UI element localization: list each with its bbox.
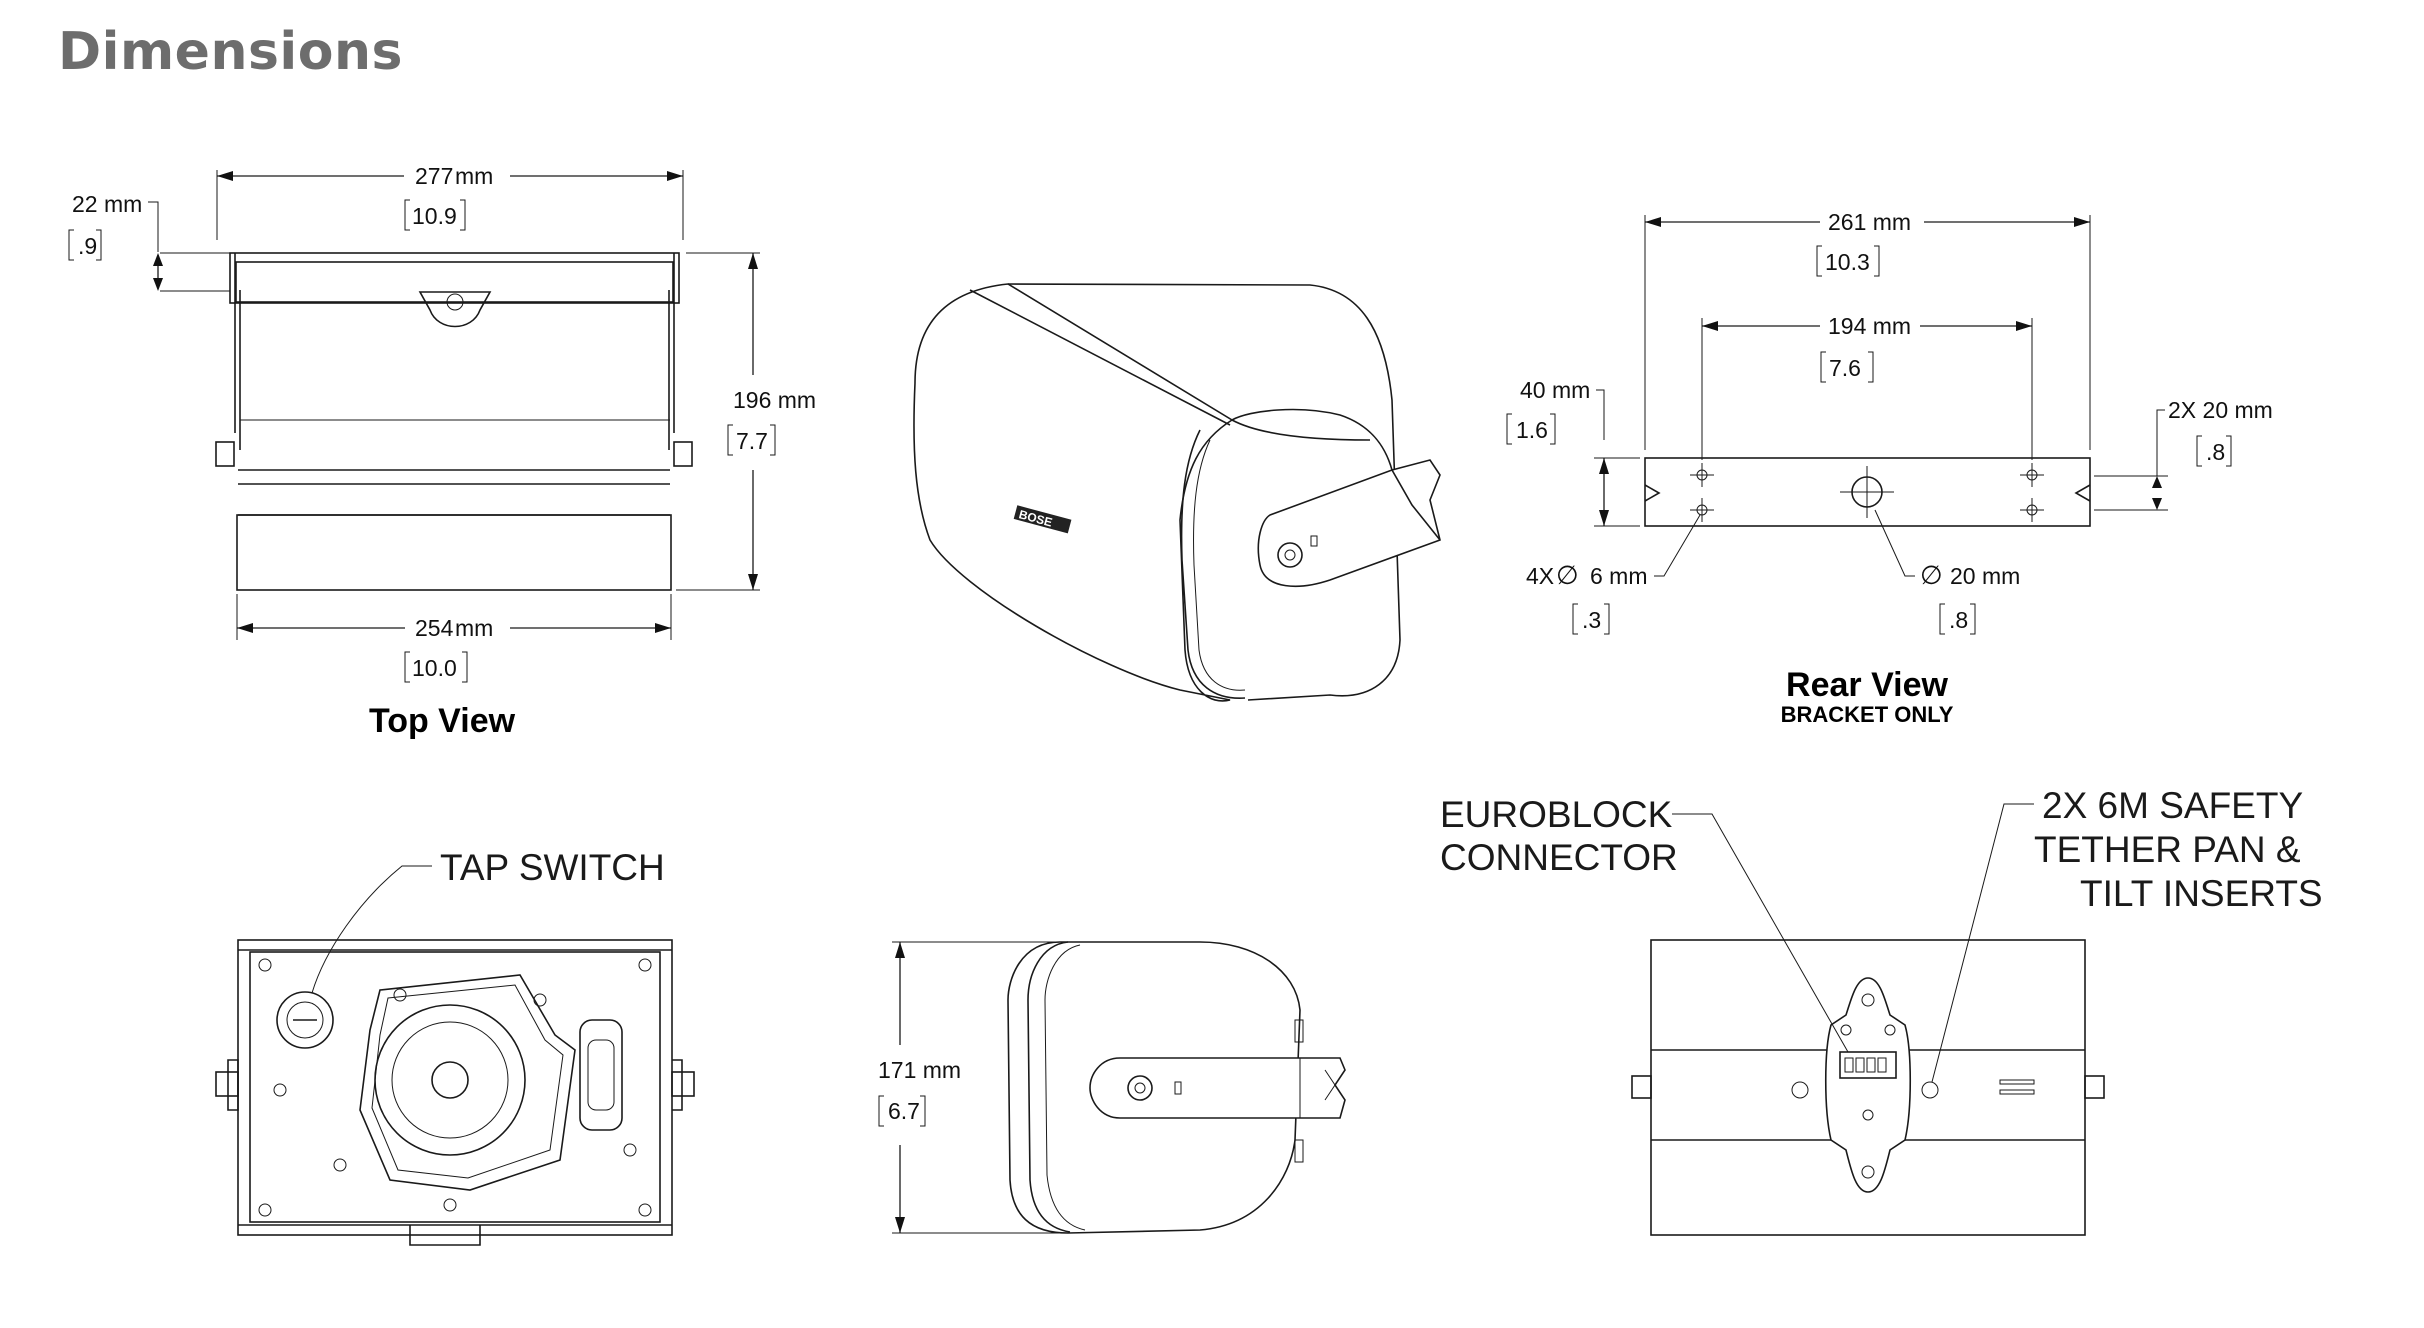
tap-switch-label: TAP SWITCH — [440, 847, 665, 888]
rear-outer-width-inch: 10.3 — [1825, 249, 1870, 275]
bottom-width-value: 254 — [415, 615, 454, 641]
bose-logo: BOSE — [1013, 505, 1072, 534]
euroblock-terminals — [1844, 1057, 1887, 1073]
rear-inner-width-inch: 7.6 — [1829, 355, 1861, 381]
front-screws — [258, 958, 652, 1217]
top-depth-inch: .9 — [78, 233, 97, 259]
side-height-value: 171 mm — [878, 1057, 961, 1083]
rear-view-subcaption: BRACKET ONLY — [1781, 702, 1954, 727]
tether-label-line3: TILT INSERTS — [2080, 873, 2323, 914]
logo-text: BOSE — [1017, 507, 1053, 529]
top-width-unit: mm — [455, 163, 493, 189]
tether-label-line1: 2X 6M SAFETY — [2042, 785, 2303, 826]
back-view: EUROBLOCK CONNECTOR 2X 6M SAFETY TETHER … — [1440, 785, 2323, 1236]
rear-inner-width-value: 194 mm — [1828, 313, 1911, 339]
isometric-view: BOSE — [913, 283, 1441, 702]
rear-slot-value: 2X 20 mm — [2168, 397, 2273, 423]
rear-outer-width-value: 261 mm — [1828, 209, 1911, 235]
top-height-value: 196 mm — [733, 387, 816, 413]
holes-count: 4X — [1526, 563, 1554, 589]
center-hole-diameter-symbol: ∅ — [1920, 561, 1943, 591]
page-title: Dimensions — [58, 22, 403, 82]
bottom-width-unit: mm — [455, 615, 493, 641]
center-hole-value: 20 mm — [1950, 563, 2020, 589]
rear-slot-inch: .8 — [2206, 439, 2225, 465]
top-depth-value: 22 mm — [72, 191, 142, 217]
front-view: TAP SWITCH — [215, 847, 695, 1246]
tether-label-line2: TETHER PAN & — [2034, 829, 2301, 870]
side-height-inch: 6.7 — [888, 1098, 920, 1124]
rear-height-inch: 1.6 — [1516, 417, 1548, 443]
top-view: 277 mm 10.9 22 mm .9 196 mm — [68, 163, 816, 740]
bottom-width-inch: 10.0 — [412, 655, 457, 681]
holes-diameter-inch: .3 — [1582, 607, 1601, 633]
holes-diameter-value: 6 mm — [1590, 563, 1648, 589]
top-width-inch: 10.9 — [412, 203, 457, 229]
side-view: 171 mm 6.7 — [878, 941, 1346, 1234]
euroblock-label-line2: CONNECTOR — [1440, 837, 1678, 878]
rear-view-caption: Rear View — [1786, 666, 1948, 704]
top-width-value: 277 — [415, 163, 453, 189]
rear-view: 261 mm 10.3 194 mm 7.6 40 mm 1.6 — [1506, 209, 2273, 727]
bracket-holes — [1690, 463, 2044, 522]
center-hole-inch: .8 — [1949, 607, 1968, 633]
euroblock-label-line1: EUROBLOCK — [1440, 794, 1673, 835]
holes-diameter-symbol: ∅ — [1556, 561, 1579, 591]
rear-height-value: 40 mm — [1520, 377, 1590, 403]
top-view-caption: Top View — [369, 702, 516, 740]
top-height-inch: 7.7 — [736, 428, 768, 454]
